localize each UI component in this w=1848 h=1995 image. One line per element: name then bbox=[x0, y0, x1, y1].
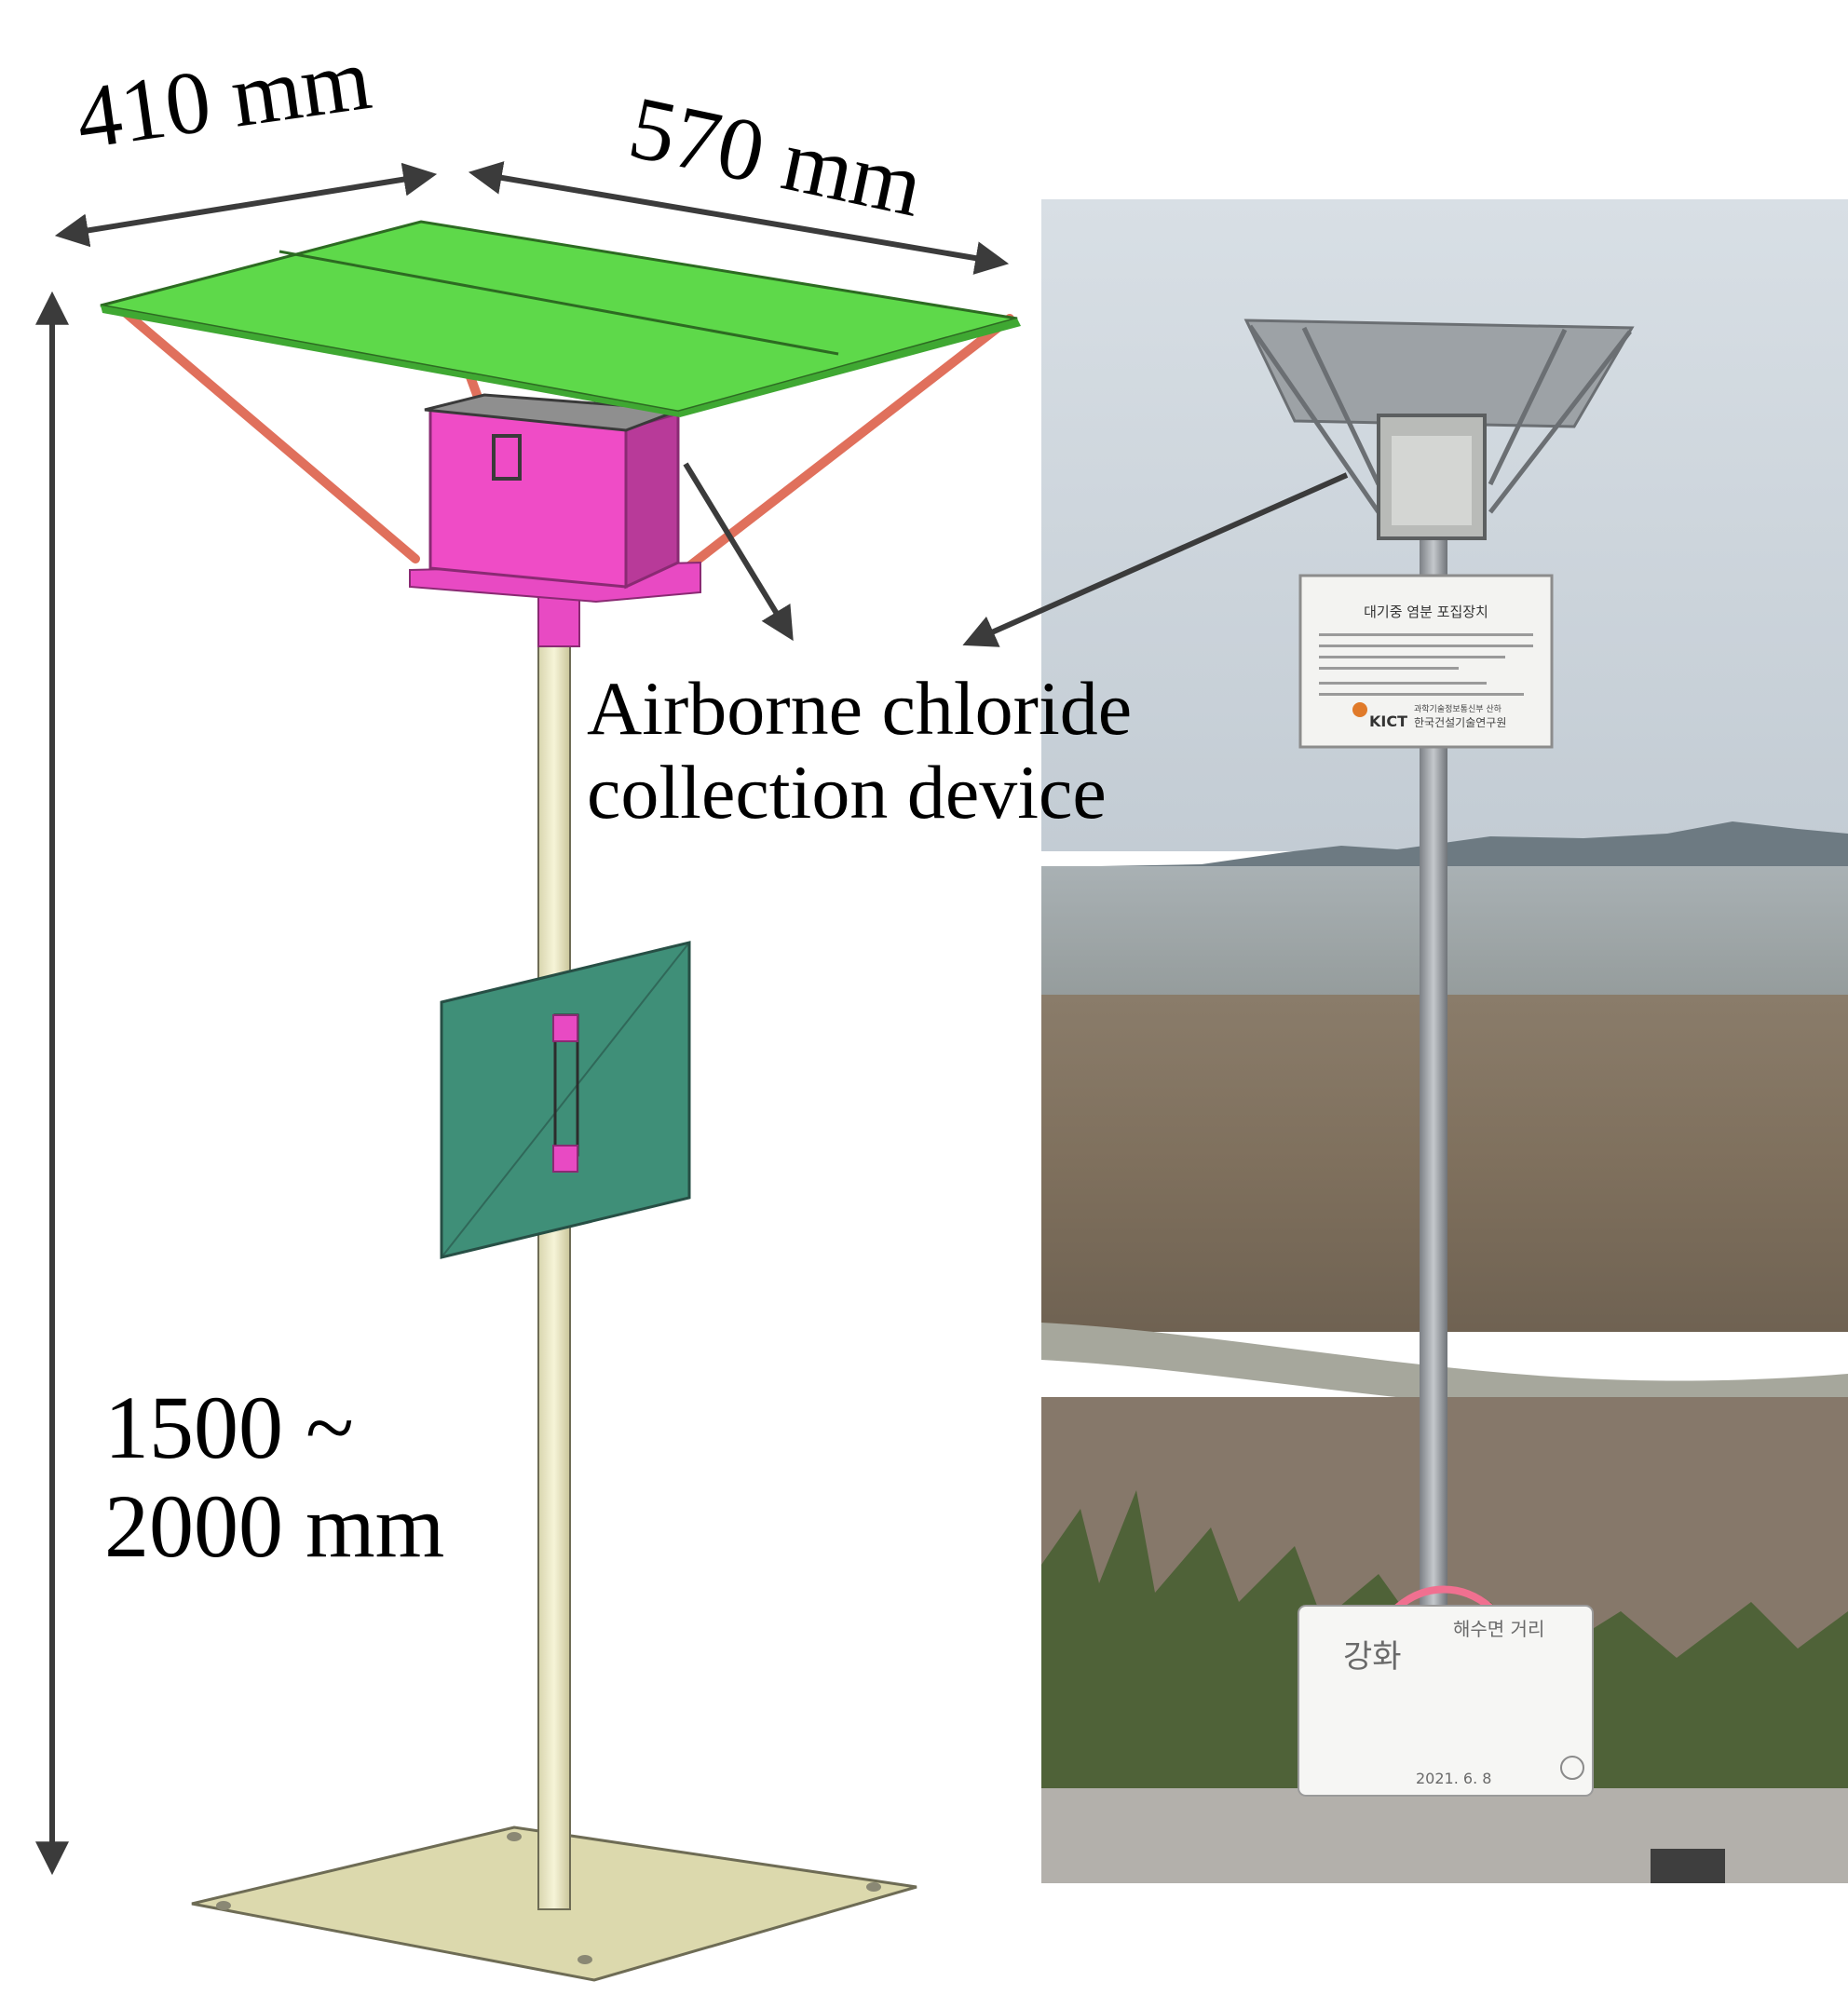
photo-board-location: 강화 bbox=[1343, 1638, 1402, 1676]
leader-arrow-photo bbox=[962, 472, 1349, 647]
cad-collector-box bbox=[409, 393, 701, 604]
dim-width-arrow bbox=[54, 162, 438, 248]
site-photo: 대기중 염분 포집장치 KICT 과학기술정보통신부 산하 한국건설기술연구원 … bbox=[1041, 199, 1848, 1883]
photo-struts bbox=[1247, 324, 1632, 514]
cad-roof-edge-left bbox=[101, 305, 680, 417]
dim-depth-arrow bbox=[468, 161, 1010, 275]
photo-sign-logo-icon bbox=[1352, 702, 1367, 717]
cad-drawing bbox=[100, 220, 1021, 1982]
cad-pole-collar bbox=[537, 593, 580, 647]
height-label-line2: 2000 mm bbox=[104, 1475, 445, 1576]
cad-roof-plate bbox=[100, 220, 1018, 414]
photo-sign-org-line2: 한국건설기술연구원 bbox=[1414, 716, 1506, 729]
photo-sign-org-line1: 과학기술정보통신부 산하 bbox=[1414, 704, 1502, 714]
photo-location-board: 강화 해수면 거리 2021. 6. 8 bbox=[1298, 1585, 1594, 1797]
photo-wall-object bbox=[1651, 1849, 1725, 1883]
photo-collector-gauze bbox=[1392, 436, 1472, 525]
photo-concrete-wall bbox=[1041, 1788, 1848, 1883]
height-label-line1: 1500 ~ bbox=[104, 1378, 354, 1477]
device-label-line2: collection device bbox=[587, 750, 1107, 835]
cad-box-front bbox=[428, 408, 628, 589]
cad-roof bbox=[100, 220, 1021, 417]
dimension-arrows bbox=[35, 161, 1349, 1876]
cad-pole bbox=[537, 632, 571, 1910]
device-label-line1: Airborne chloride bbox=[587, 666, 1133, 751]
photo-roof-plate bbox=[1243, 319, 1635, 428]
cad-roof-seam bbox=[279, 250, 839, 356]
photo-board-distance-label: 해수면 거리 bbox=[1453, 1618, 1544, 1640]
photo-sign-board bbox=[1298, 574, 1554, 749]
photo-board-signature bbox=[1560, 1756, 1584, 1780]
photo-board-strap bbox=[1394, 1585, 1493, 1611]
cad-panel-clamp-bottom bbox=[552, 1145, 578, 1173]
leader-arrow-drawing bbox=[683, 462, 794, 642]
cad-base-bolts bbox=[216, 1832, 881, 1964]
cad-roof-edge bbox=[678, 319, 1021, 417]
height-label: 1500 ~ 2000 mm bbox=[104, 1378, 444, 1575]
photo-sign: 대기중 염분 포집장치 KICT 과학기술정보통신부 산하 한국건설기술연구원 bbox=[1298, 574, 1554, 749]
photo-sign-text-lines bbox=[1319, 633, 1533, 696]
photo-sign-title: 대기중 염분 포집장치 bbox=[1364, 604, 1488, 620]
cad-box-latch-icon bbox=[492, 434, 522, 481]
photo-board-panel bbox=[1298, 1605, 1594, 1797]
device-label: Airborne chloride collection device bbox=[587, 666, 1133, 835]
cad-box-side bbox=[624, 412, 680, 590]
photo-board-date: 2021. 6. 8 bbox=[1416, 1770, 1491, 1787]
cad-panel-clamp-top bbox=[552, 1014, 578, 1042]
photo-sign-org-logo: KICT bbox=[1369, 712, 1407, 730]
